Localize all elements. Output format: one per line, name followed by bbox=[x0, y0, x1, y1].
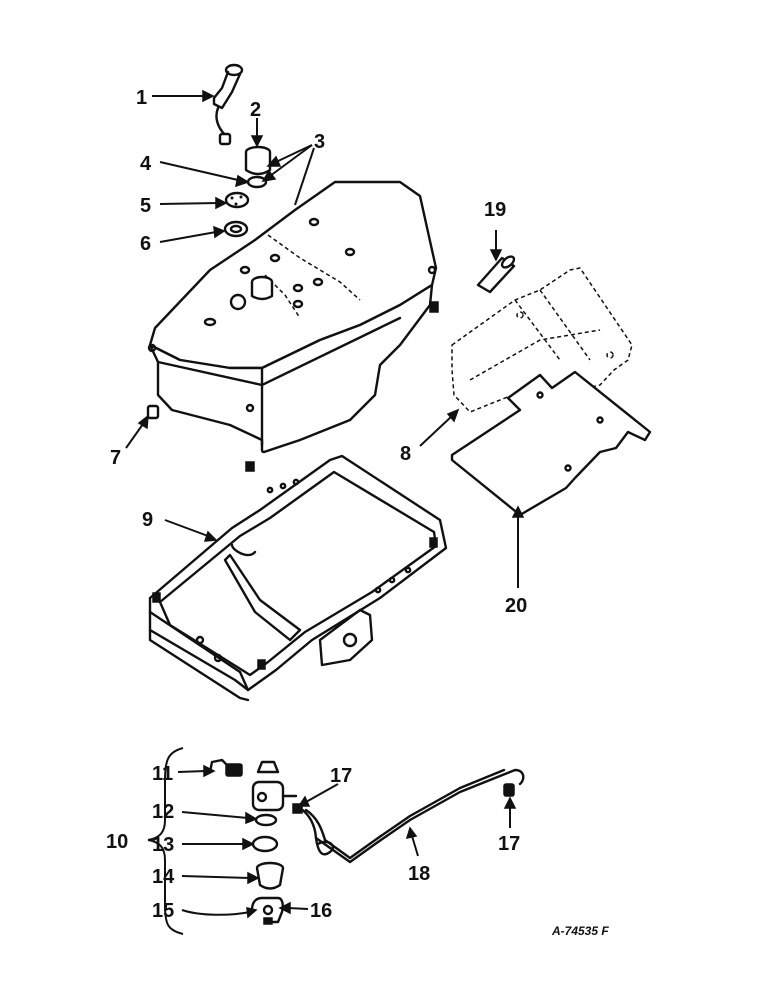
sediment-bowl-part bbox=[255, 861, 285, 890]
callout-2: 2 bbox=[250, 99, 261, 121]
leader-lines bbox=[125, 89, 525, 919]
assembly-bracket bbox=[147, 747, 184, 935]
mounting-nut-part bbox=[146, 404, 160, 420]
callout-16: 16 bbox=[310, 900, 332, 922]
sender-gasket-part bbox=[224, 191, 250, 209]
callout-11: 11 bbox=[152, 763, 173, 785]
fuel-line-part bbox=[298, 768, 525, 864]
fuel-gauge-sender-part bbox=[212, 63, 244, 146]
valve-body-part bbox=[251, 760, 298, 812]
bowl-gasket-part bbox=[254, 813, 278, 827]
callout-15: 15 bbox=[152, 900, 174, 922]
washer-part bbox=[223, 220, 249, 238]
callout-9: 9 bbox=[142, 509, 153, 531]
line-fitting-part-right bbox=[503, 783, 515, 797]
callout-10: 10 bbox=[106, 831, 128, 853]
sleeve-part bbox=[476, 255, 516, 294]
callout-19: 19 bbox=[484, 199, 506, 221]
shield-upper-part bbox=[451, 267, 633, 413]
callout-20: 20 bbox=[505, 595, 527, 617]
callout-3: 3 bbox=[314, 131, 325, 153]
o-ring-part bbox=[251, 835, 279, 853]
callout-5: 5 bbox=[140, 195, 151, 217]
tank-support-frame-part bbox=[148, 454, 448, 702]
callout-labels: 1 2 3 4 5 6 7 8 9 10 11 12 13 14 15 16 1… bbox=[106, 87, 527, 922]
callout-18: 18 bbox=[408, 863, 430, 885]
line-fitting-part-left bbox=[292, 803, 303, 814]
drawing-code: A-74535 F bbox=[551, 924, 609, 938]
cap-gasket-part bbox=[246, 175, 268, 189]
filler-cap-part bbox=[244, 145, 272, 176]
callout-1: 1 bbox=[136, 87, 147, 109]
callout-17-right: 17 bbox=[498, 833, 520, 855]
callout-7: 7 bbox=[110, 447, 121, 469]
callout-8: 8 bbox=[400, 443, 411, 465]
callout-6: 6 bbox=[140, 233, 151, 255]
callout-13: 13 bbox=[152, 834, 174, 856]
callout-4: 4 bbox=[140, 153, 152, 175]
shield-plate-part bbox=[450, 370, 652, 517]
bail-and-nut-part bbox=[250, 896, 284, 925]
callout-12: 12 bbox=[152, 801, 174, 823]
fuel-tank-part bbox=[147, 180, 439, 472]
elbow-fitting-part bbox=[208, 758, 243, 777]
callout-17-left: 17 bbox=[330, 765, 352, 787]
callout-14: 14 bbox=[152, 866, 175, 888]
